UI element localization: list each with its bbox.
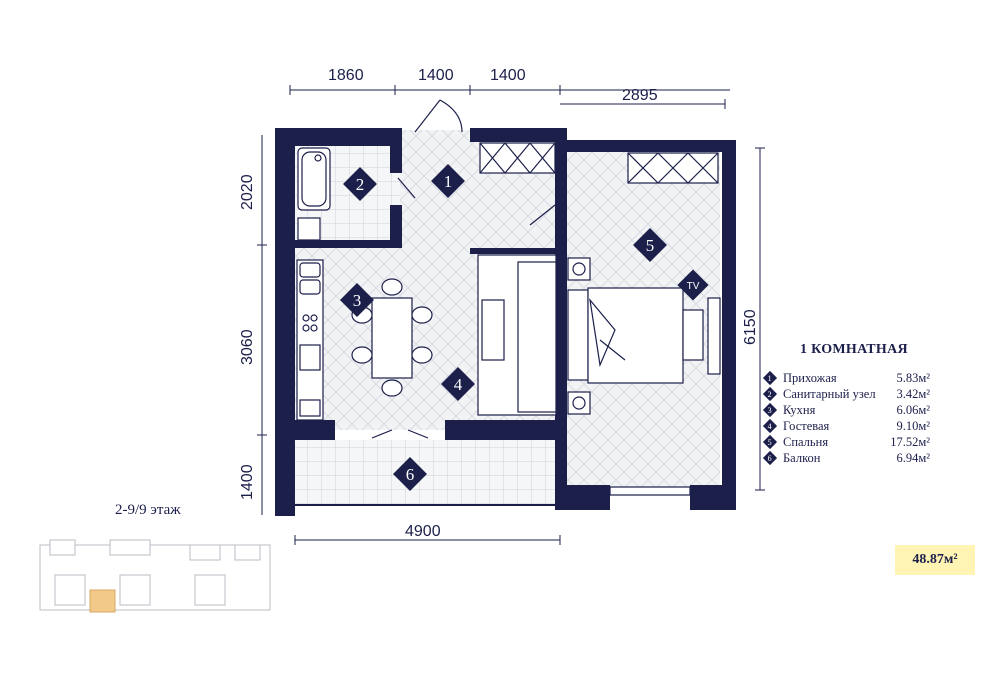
legend-room-name: Балкон xyxy=(783,450,821,465)
legend-bullet: 2 xyxy=(762,386,778,402)
legend-room-area: 3.42м² xyxy=(896,386,930,401)
legend-room-area: 6.94м² xyxy=(896,450,930,465)
dim-top-left: 1860 xyxy=(328,67,364,84)
legend-row: 2 Санитарный узел 3.42м² xyxy=(762,386,930,402)
legend-title: 1 КОМНАТНАЯ xyxy=(800,342,908,357)
svg-text:2: 2 xyxy=(356,175,365,194)
dim-top-door: 1400 xyxy=(418,67,454,84)
legend-row: 5 Спальня 17.52м² xyxy=(762,434,930,450)
dimension-lines xyxy=(257,85,765,545)
svg-text:1: 1 xyxy=(444,172,453,191)
svg-text:6: 6 xyxy=(406,465,415,484)
legend-row: 1 Прихожая 5.83м² xyxy=(762,370,930,386)
dim-bottom: 4900 xyxy=(405,523,441,540)
dim-top-mid: 1400 xyxy=(490,67,526,84)
total-area-badge: 48.87м² xyxy=(895,545,975,575)
legend-room-area: 17.52м² xyxy=(890,434,930,449)
svg-text:4: 4 xyxy=(454,375,463,394)
legend-room-name: Прихожая xyxy=(783,370,837,385)
svg-text:5: 5 xyxy=(646,236,655,255)
legend-room-name: Гостевая xyxy=(783,418,830,433)
dim-left-upper: 2020 xyxy=(239,174,256,210)
legend-row: 3 Кухня 6.06м² xyxy=(762,402,930,418)
legend-room-area: 9.10м² xyxy=(896,418,930,433)
svg-text:TV: TV xyxy=(687,281,700,292)
legend-room-name: Кухня xyxy=(783,402,816,417)
doors xyxy=(371,99,556,439)
dim-top-right: 2895 xyxy=(622,87,658,104)
legend-bullet: 1 xyxy=(762,370,778,386)
legend-room-name: Санитарный узел xyxy=(783,386,876,401)
legend-bullet: 5 xyxy=(762,434,778,450)
walls xyxy=(275,128,736,516)
bed xyxy=(567,257,721,415)
dim-left-mid: 3060 xyxy=(239,329,256,365)
window-bedroom xyxy=(609,486,691,496)
legend-row: 6 Балкон 6.94м² xyxy=(762,450,930,466)
legend-room-area: 5.83м² xyxy=(896,370,930,385)
legend-bullet: 6 xyxy=(762,450,778,466)
legend-bullet: 4 xyxy=(762,418,778,434)
dim-left-lower: 1400 xyxy=(239,464,256,500)
dining-table xyxy=(351,278,433,397)
dim-right: 6150 xyxy=(742,309,759,345)
sofa xyxy=(477,254,557,416)
legend-room-area: 6.06м² xyxy=(896,402,930,417)
legend-bullet: 3 xyxy=(762,402,778,418)
legend-room-name: Спальня xyxy=(783,434,829,449)
bathroom-fixtures xyxy=(297,147,331,241)
kitchen-fixtures xyxy=(296,259,324,421)
building-key-plan xyxy=(39,539,271,613)
svg-text:3: 3 xyxy=(353,291,362,310)
floor-label: 2-9/9 этаж xyxy=(115,502,181,518)
legend-row: 4 Гостевая 9.10м² xyxy=(762,418,930,434)
wardrobes xyxy=(479,142,719,184)
floor-balcony xyxy=(295,440,560,505)
